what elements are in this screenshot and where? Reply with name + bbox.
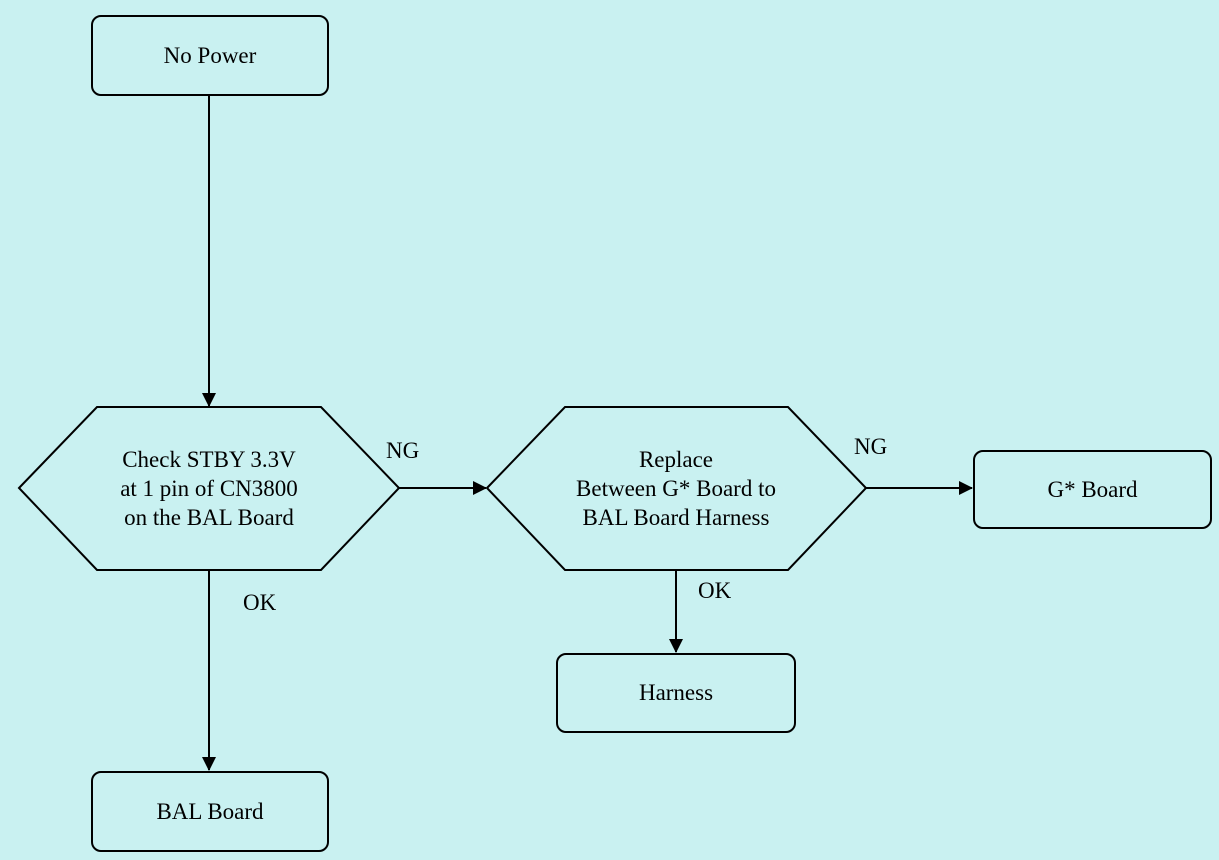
node-harness-label: Harness: [638, 680, 714, 705]
edge-label-check-ok: OK: [243, 590, 277, 615]
node-no-power: No Power: [91, 15, 329, 96]
decision-hexagon-check-stby: [17, 406, 401, 571]
edge-label-check-ng: NG: [386, 438, 420, 463]
replace-harness-line-3: BAL Board Harness: [582, 505, 770, 530]
node-replace-harness-text: Replace Between G* Board to BAL Board Ha…: [560, 445, 792, 532]
decision-hexagon-replace-harness: [485, 406, 868, 571]
node-no-power-label: No Power: [163, 42, 257, 68]
node-harness: Harness: [556, 653, 796, 733]
edge-label-replace-ng: NG: [854, 434, 888, 459]
replace-harness-line-2: Between G* Board to: [576, 476, 776, 501]
replace-harness-line-1: Replace: [638, 447, 714, 472]
node-g-board: G* Board: [973, 450, 1212, 529]
node-bal-board-label: BAL Board: [156, 798, 264, 824]
node-bal-board: BAL Board: [91, 771, 329, 852]
node-g-board-label: G* Board: [1047, 476, 1138, 502]
node-check-stby-text: Check STBY 3.3V at 1 pin of CN3800 on th…: [99, 445, 319, 532]
edge-label-replace-ok: OK: [698, 578, 732, 603]
check-stby-line-1: Check STBY 3.3V: [122, 447, 296, 472]
check-stby-line-3: on the BAL Board: [124, 505, 294, 530]
check-stby-line-2: at 1 pin of CN3800: [120, 476, 298, 501]
